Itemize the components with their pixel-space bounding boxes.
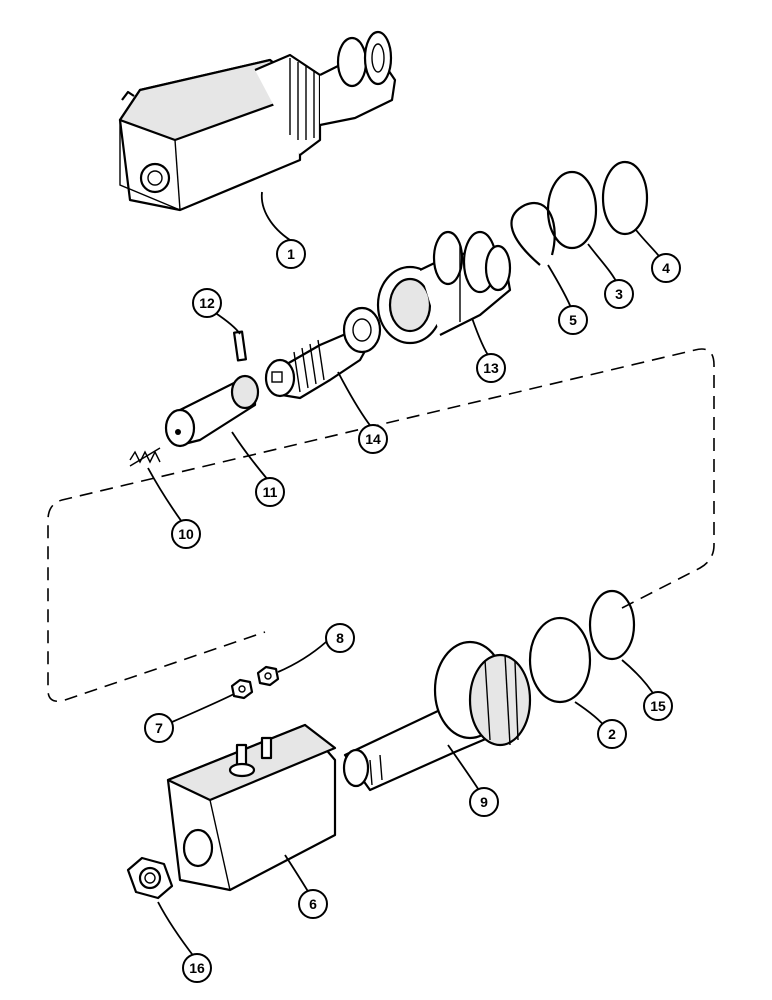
callout-label: 15 [650,698,666,714]
callout-label: 10 [178,526,194,542]
pin [232,330,248,362]
callout-label: 11 [263,484,278,500]
callout-11: 11 [255,477,285,507]
nut-7 [230,678,254,700]
callout-15: 15 [643,691,673,721]
leader-16 [157,901,196,959]
callout-label: 1 [287,246,295,262]
armature [164,374,260,448]
callout-1: 1 [276,239,306,269]
callout-9: 9 [469,787,499,817]
callout-label: 13 [483,360,499,376]
callout-10: 10 [171,519,201,549]
callout-16: 16 [182,953,212,983]
solenoid-coil-bottom [166,723,337,892]
leader-9 [447,744,483,796]
leader-5 [547,264,573,311]
callout-13: 13 [476,353,506,383]
callout-label: 12 [199,295,215,311]
callout-label: 7 [155,720,163,736]
seal-ring-4 [601,160,649,236]
seal-ring-2 [528,616,592,704]
callout-14: 14 [358,424,388,454]
seal-ring-15 [588,589,636,661]
nut-8 [256,665,280,687]
seal-ring-3 [546,170,598,250]
callout-7: 7 [144,713,174,743]
snap-ring [510,202,556,266]
assembly-group-boundary [47,348,715,703]
callout-label: 14 [365,431,381,447]
leader-3 [587,243,619,286]
leader-8 [277,641,327,673]
leader-14 [337,371,373,429]
leader-12 [213,311,241,335]
callout-label: 6 [309,896,317,912]
solenoid-coil-top [118,30,397,212]
callout-12: 12 [192,288,222,318]
callout-5: 5 [558,305,588,335]
spring [129,447,161,467]
callout-3: 3 [604,279,634,309]
callout-label: 16 [189,960,205,976]
leader-13 [471,317,491,359]
valve-cartridge [376,230,512,345]
plunger-spool [264,306,382,400]
callout-2: 2 [597,719,627,749]
hex-nut-16 [126,856,174,900]
callout-label: 4 [662,260,670,276]
callout-4: 4 [651,253,681,283]
callout-label: 8 [336,630,344,646]
leader-7 [171,693,235,723]
callout-label: 9 [480,794,488,810]
leader-15 [621,659,657,699]
leader-1 [260,191,291,241]
callout-8: 8 [325,623,355,653]
callout-label: 3 [615,286,623,302]
callout-label: 5 [569,312,577,328]
callout-6: 6 [298,889,328,919]
leader-lines [147,191,666,959]
solenoid-tube [342,640,532,792]
callout-label: 2 [608,726,616,742]
leader-11 [231,431,269,481]
leader-10 [147,467,183,523]
